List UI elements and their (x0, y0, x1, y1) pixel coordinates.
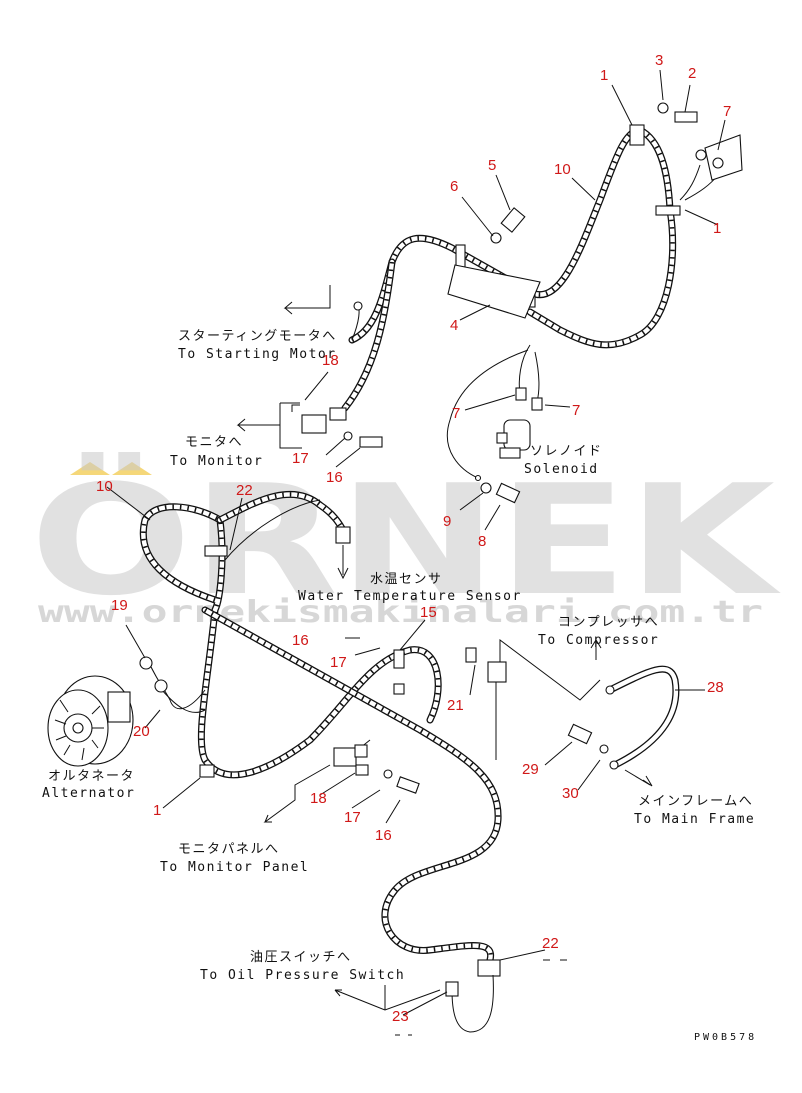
label-monitor-panel-jp: モニタパネルへ (178, 842, 280, 857)
label-oil-pressure-en: To Oil Pressure Switch (200, 968, 405, 983)
callout-number: 9 (443, 513, 451, 530)
label-main-frame-jp: メインフレームへ (638, 794, 753, 809)
callout-number: 28 (707, 679, 724, 696)
callout-number: 16 (375, 827, 392, 844)
callout-number: 16 (326, 469, 343, 486)
callout-number: 22 (542, 935, 559, 952)
drawing-code: PW0B578 (694, 1032, 757, 1043)
clamp (629, 124, 645, 146)
watermark-url: www.ornekismakinalari.com.tr (38, 595, 763, 630)
callout-number: 17 (330, 654, 347, 671)
label-alternator-jp: オルタネータ (48, 769, 135, 784)
label-starting-motor-jp: スターティングモータへ (178, 329, 337, 344)
callouts: 1 3 2 7 1 10 5 6 4 18 7 7 17 16 9 8 10 2… (96, 52, 731, 1025)
label-water-temp-en: Water Temperature Sensor (298, 589, 522, 604)
label-monitor-en: To Monitor (170, 454, 263, 469)
label-compressor-jp: コンプレッサへ (558, 615, 659, 630)
callout-number: 18 (322, 352, 339, 369)
callout-number: 6 (450, 178, 458, 195)
label-oil-pressure-jp: 油圧スイッチへ (250, 950, 352, 965)
callout-number: 8 (478, 533, 486, 550)
callout-number: 10 (96, 478, 113, 495)
callout-number: 21 (447, 697, 464, 714)
callout-number: 19 (111, 597, 128, 614)
label-monitor-jp: モニタへ (185, 435, 243, 450)
label-water-temp-jp: 水温センサ (370, 572, 443, 587)
callout-number: 5 (488, 157, 496, 174)
watermark-brand: ÖRNEK (30, 452, 782, 629)
callout-number: 20 (133, 723, 150, 740)
callout-number: 1 (713, 220, 721, 237)
lower-harness (47, 490, 680, 1033)
callout-number: 23 (392, 1008, 409, 1025)
callout-number: 17 (344, 809, 361, 826)
label-solenoid-en: Solenoid (524, 462, 599, 477)
watermark-accent-icon (112, 462, 152, 475)
callout-number: 7 (452, 405, 460, 422)
callout-number: 22 (236, 482, 253, 499)
callout-number: 1 (153, 802, 161, 819)
label-solenoid-jp: ソレノイド (530, 444, 603, 459)
leader-lines (106, 69, 726, 1036)
callout-number: 29 (522, 761, 539, 778)
solenoid-body (503, 419, 531, 451)
watermark: ÖRNEK www.ornekismakinalari.com.tr (30, 452, 782, 630)
callout-number: 4 (450, 317, 458, 334)
callout-number: 17 (292, 450, 309, 467)
callout-number: 10 (554, 161, 571, 178)
callout-number: 7 (572, 402, 580, 419)
destination-labels: スターティングモータへ To Starting Motor モニタへ To Mo… (42, 329, 757, 1043)
callout-number: 2 (688, 65, 696, 82)
callout-number: 30 (562, 785, 579, 802)
label-main-frame-en: To Main Frame (634, 812, 755, 827)
alternator-icon (47, 675, 134, 767)
label-monitor-panel-en: To Monitor Panel (160, 860, 309, 875)
watermark-accent-icon (70, 462, 110, 475)
callout-number: 1 (600, 67, 608, 84)
callout-number: 15 (420, 604, 437, 621)
label-starting-motor-en: To Starting Motor (178, 347, 337, 362)
callout-number: 3 (655, 52, 663, 69)
callout-number: 18 (310, 790, 327, 807)
callout-number: 7 (723, 103, 731, 120)
upper-harness (236, 102, 743, 504)
label-compressor-en: To Compressor (538, 633, 659, 648)
callout-number: 16 (292, 632, 309, 649)
label-alternator-en: Alternator (42, 786, 135, 801)
